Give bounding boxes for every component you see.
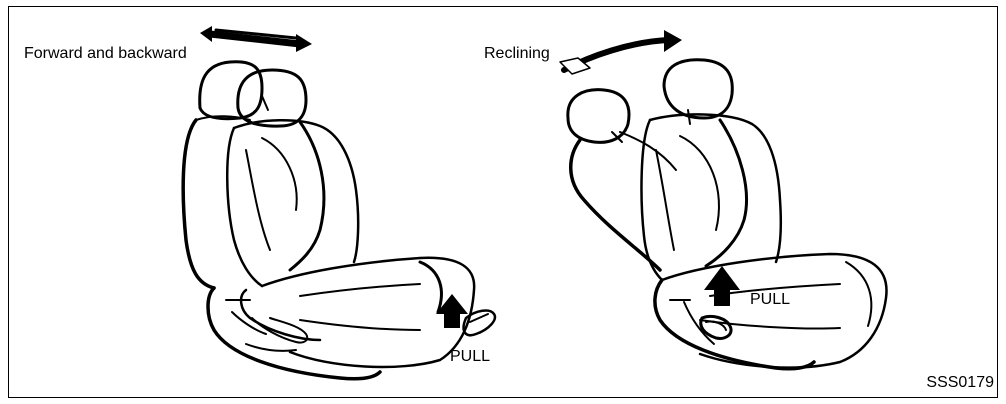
forward-backward-double-arrow-icon bbox=[200, 26, 312, 52]
right-seat bbox=[566, 58, 888, 371]
pull-up-arrow-right-icon bbox=[704, 266, 740, 306]
reclining-label: Reclining bbox=[484, 45, 550, 62]
recline-lever bbox=[699, 314, 733, 340]
pull-up-arrow-left-icon bbox=[436, 294, 468, 328]
reclining-curved-arrow-icon bbox=[559, 30, 682, 75]
forward-backward-label: Forward and backward bbox=[24, 45, 187, 62]
pull-label-right: PULL bbox=[750, 291, 791, 308]
figure-frame bbox=[8, 6, 998, 398]
figure-code: SSS0179 bbox=[926, 374, 994, 391]
left-seat bbox=[181, 60, 497, 381]
slide-bar-handle bbox=[462, 309, 497, 337]
pull-label-left: PULL bbox=[450, 348, 491, 365]
